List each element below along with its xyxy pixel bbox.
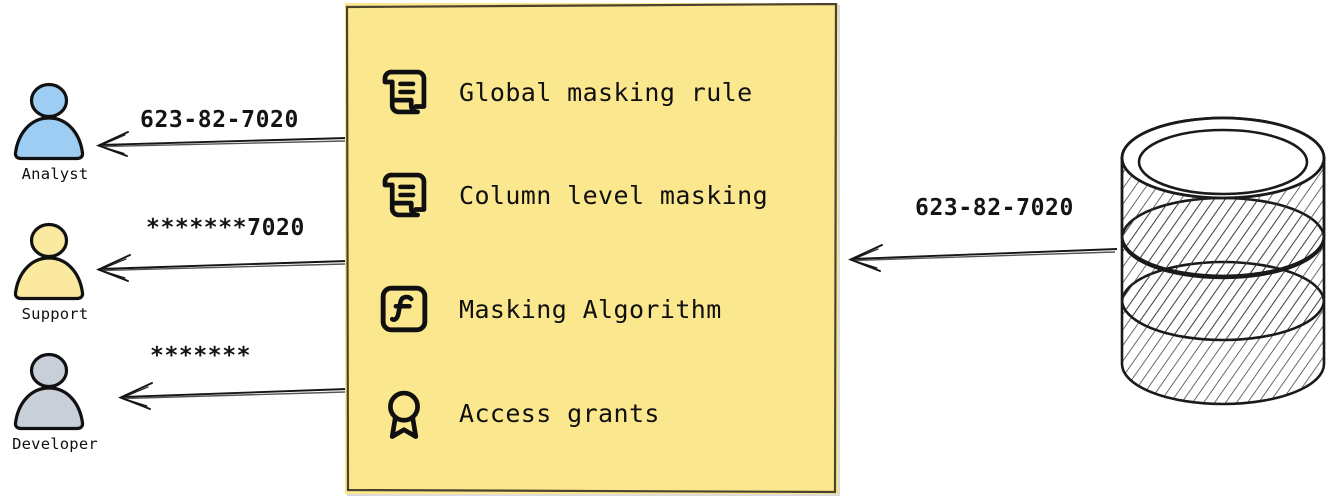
flow-label-to-developer: ******* bbox=[150, 343, 252, 369]
masking-policy-panel: Global masking rule Column level masking bbox=[345, 3, 838, 494]
policy-item-label: Global masking rule bbox=[459, 77, 753, 107]
actor-label: Support bbox=[21, 305, 89, 323]
person-icon bbox=[13, 222, 85, 301]
scroll-icon bbox=[382, 69, 427, 115]
actor-support: Support bbox=[0, 218, 110, 323]
policy-item-label: Masking Algorithm bbox=[459, 294, 722, 324]
actor-label: Developer bbox=[12, 435, 98, 453]
person-icon bbox=[13, 352, 85, 431]
arrow-to-support bbox=[96, 254, 348, 282]
flow-label-to-support: *******7020 bbox=[146, 215, 305, 241]
policy-item-column-level-masking[interactable]: Column level masking bbox=[375, 166, 768, 224]
flow-label-to-analyst: 623-82-7020 bbox=[140, 107, 299, 133]
policy-item-global-masking-rule[interactable]: Global masking rule bbox=[375, 63, 753, 121]
arrow-from-database bbox=[848, 244, 1118, 272]
function-box-icon bbox=[380, 285, 428, 333]
actor-developer: Developer bbox=[0, 348, 110, 453]
panel-border bbox=[345, 3, 838, 494]
person-icon bbox=[13, 82, 85, 161]
actor-label: Analyst bbox=[21, 165, 89, 183]
scroll-icon bbox=[382, 172, 427, 218]
arrow-to-developer bbox=[118, 382, 348, 410]
policy-item-access-grants[interactable]: Access grants bbox=[375, 384, 660, 442]
award-ribbon-icon bbox=[388, 390, 420, 439]
policy-item-list: Global masking rule Column level masking bbox=[345, 3, 838, 494]
arrow-to-analyst bbox=[96, 131, 348, 157]
actor-analyst: Analyst bbox=[0, 78, 110, 183]
policy-item-label: Column level masking bbox=[459, 180, 769, 210]
policy-item-masking-algorithm[interactable]: Masking Algorithm bbox=[375, 280, 722, 338]
database-cylinder-icon bbox=[1120, 116, 1326, 406]
policy-item-label: Access grants bbox=[459, 398, 660, 428]
flow-label-from-database: 623-82-7020 bbox=[915, 195, 1074, 221]
